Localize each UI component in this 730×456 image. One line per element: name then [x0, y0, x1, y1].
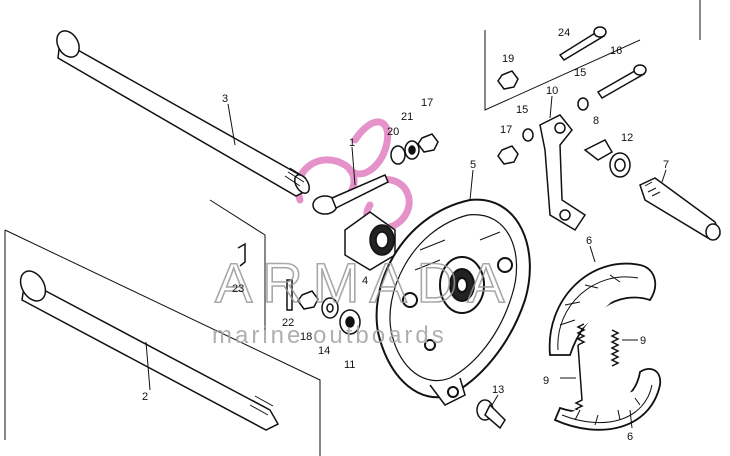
leader-3 — [227, 103, 236, 146]
nut-part-19 — [497, 70, 519, 90]
leader-6b — [629, 409, 633, 429]
label-4: 4 — [362, 275, 368, 287]
label-16: 16 — [610, 45, 622, 57]
label-15a: 15 — [574, 67, 586, 79]
leader-7 — [661, 169, 667, 183]
label-18: 18 — [300, 331, 312, 343]
brake-arm-part-10 — [539, 114, 587, 232]
seal-part-12 — [609, 152, 631, 178]
nut-part-17b — [497, 145, 519, 165]
label-21: 21 — [401, 111, 413, 123]
label-7: 7 — [663, 159, 669, 171]
label-8: 8 — [593, 115, 599, 127]
label-9b: 9 — [640, 335, 646, 347]
label-15b: 15 — [516, 104, 528, 116]
watermark-tagline: marine outboards — [212, 322, 447, 349]
watermark-brand: ARMADA — [215, 251, 515, 314]
leader-10 — [549, 95, 553, 119]
washer-part-15b — [522, 128, 534, 142]
leader-5 — [469, 169, 474, 201]
brake-shoe-part-6-lower — [553, 368, 662, 431]
part-labels: 1 2 3 4 5 6 6 7 8 9 9 10 11 12 13 14 15 … — [142, 27, 669, 443]
brake-panel-part-5 — [375, 198, 531, 406]
label-24: 24 — [558, 27, 570, 39]
spring-part-9b — [610, 329, 620, 367]
axle-part-3 — [56, 30, 310, 197]
washer-part-15a — [577, 97, 589, 111]
axle-part-2 — [19, 270, 280, 431]
nut-part-18 — [297, 290, 319, 310]
leader-2 — [145, 341, 151, 391]
label-9a: 9 — [543, 375, 549, 387]
indicator-part-8 — [583, 139, 614, 161]
label-11: 11 — [344, 359, 355, 371]
label-6b: 6 — [627, 431, 633, 443]
label-1: 1 — [349, 137, 355, 149]
washer-part-14 — [321, 297, 339, 319]
clip-part-23 — [237, 242, 246, 267]
frame-lines — [4, 0, 701, 456]
label-17b: 17 — [500, 124, 512, 136]
bolt-part-24 — [558, 26, 607, 61]
label-22: 22 — [282, 317, 294, 329]
pin-part-22 — [286, 279, 293, 311]
label-5: 5 — [470, 159, 476, 171]
washer-part-20 — [390, 145, 406, 165]
brake-shoe-part-6-upper — [548, 262, 657, 356]
leader-6a — [589, 245, 596, 263]
cam-shaft-part-7 — [639, 177, 722, 241]
washer-part-11 — [339, 309, 361, 335]
label-19: 19 — [502, 53, 514, 65]
nut-part-21 — [404, 140, 420, 160]
label-20: 20 — [387, 126, 399, 138]
label-10: 10 — [546, 85, 558, 97]
label-12: 12 — [621, 132, 633, 144]
leader-1 — [351, 146, 356, 186]
label-2: 2 — [142, 391, 148, 403]
nut-part-17a — [417, 133, 439, 153]
leader-13 — [491, 394, 499, 406]
bolt-part-16 — [596, 64, 647, 99]
label-13: 13 — [492, 384, 504, 396]
label-23: 23 — [232, 283, 244, 295]
label-6a: 6 — [586, 235, 592, 247]
label-14: 14 — [318, 345, 330, 357]
label-17a: 17 — [421, 97, 433, 109]
label-3: 3 — [222, 93, 228, 105]
pin-part-13 — [476, 399, 506, 430]
bolt-part-1 — [312, 174, 389, 215]
